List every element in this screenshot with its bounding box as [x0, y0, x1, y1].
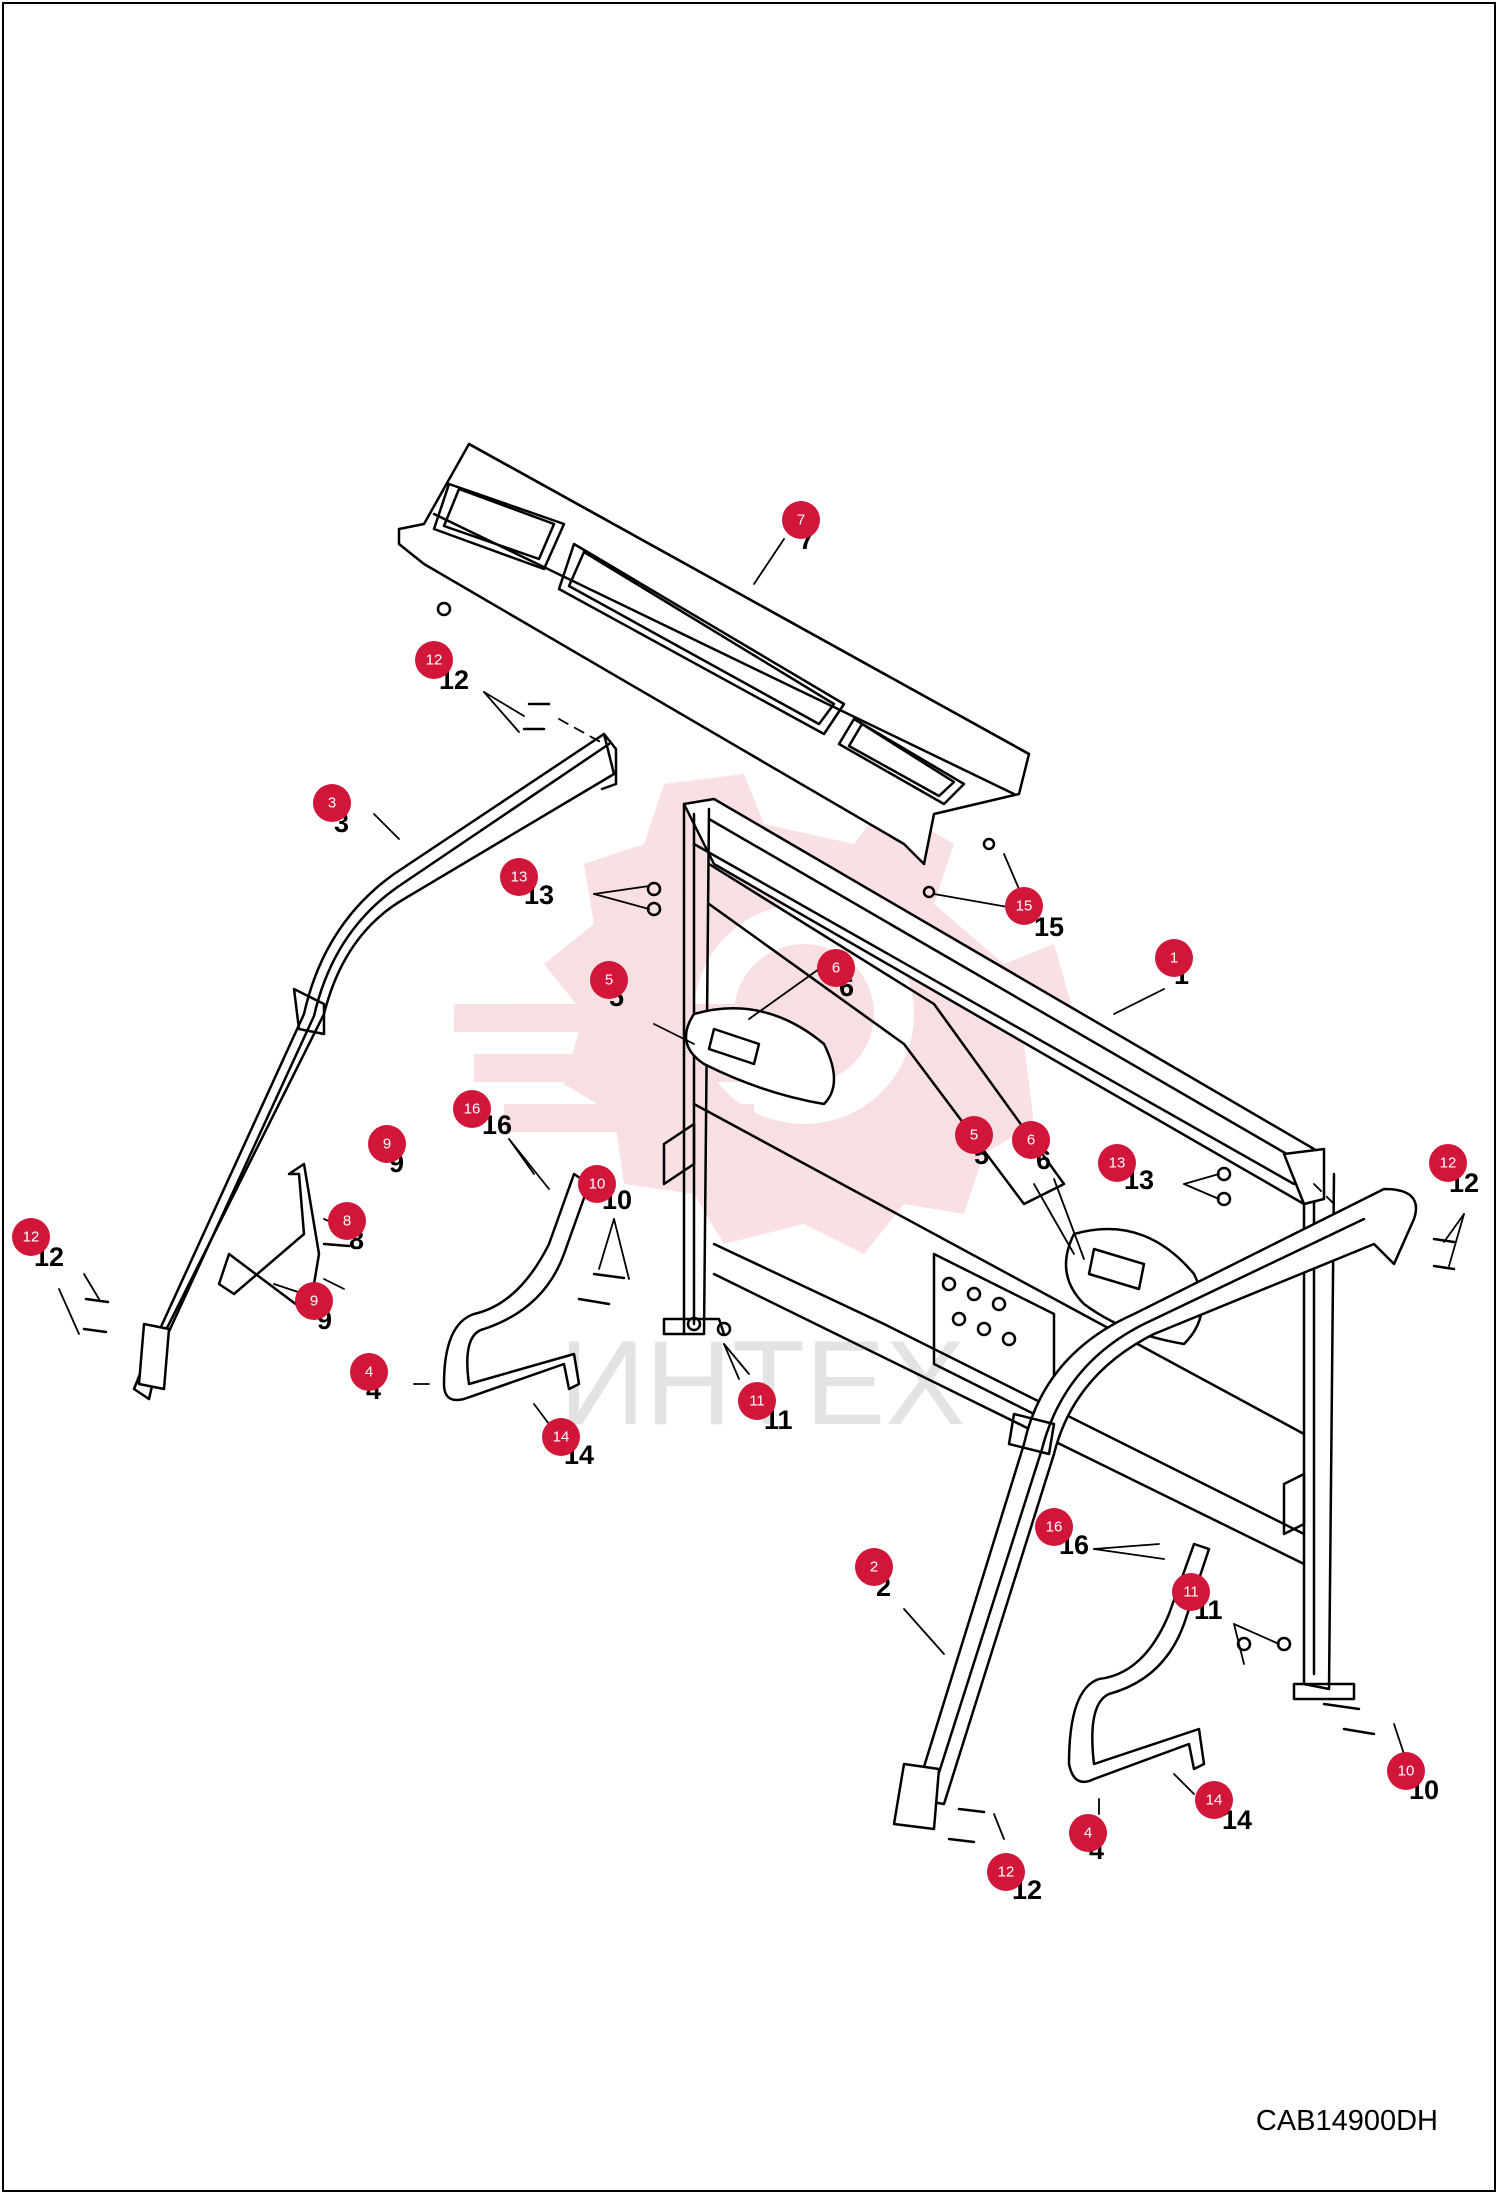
- callout-12[interactable]: 12: [987, 1853, 1025, 1891]
- svg-text:13: 13: [511, 869, 528, 886]
- callout-13[interactable]: 13: [1098, 1144, 1136, 1182]
- callout-5[interactable]: 5: [955, 1116, 993, 1154]
- svg-text:4: 4: [365, 1364, 373, 1381]
- svg-text:12: 12: [426, 652, 443, 669]
- callout-4[interactable]: 4: [1069, 1814, 1107, 1852]
- part-8-bracket: [217, 1162, 321, 1316]
- svg-text:10: 10: [1398, 1763, 1415, 1780]
- svg-text:10: 10: [589, 1176, 606, 1193]
- callout-6[interactable]: 6: [817, 949, 855, 987]
- part-4-grab-handle-left: [442, 1172, 591, 1402]
- callout-11[interactable]: 11: [738, 1382, 776, 1420]
- part-4-grab-handle-right: [1067, 1542, 1211, 1784]
- part-3-left-front-tube: [132, 732, 618, 1401]
- callout-16[interactable]: 16: [453, 1090, 491, 1128]
- callout-12[interactable]: 12: [1429, 1144, 1467, 1182]
- callout-1[interactable]: 1: [1155, 939, 1193, 977]
- diagram-code: CAB14900DH: [1255, 2105, 1438, 2137]
- callout-2[interactable]: 2: [855, 1548, 893, 1586]
- svg-text:5: 5: [605, 972, 613, 989]
- svg-text:16: 16: [1046, 1519, 1063, 1536]
- svg-text:11: 11: [749, 1393, 765, 1410]
- svg-text:5: 5: [970, 1127, 978, 1144]
- svg-text:8: 8: [343, 1213, 351, 1230]
- callout-12[interactable]: 12: [415, 641, 453, 679]
- callout-4[interactable]: 4: [350, 1353, 388, 1391]
- callout-14[interactable]: 14: [542, 1418, 580, 1456]
- callout-6[interactable]: 6: [1012, 1121, 1050, 1159]
- callout-12[interactable]: 12: [12, 1218, 50, 1256]
- callout-16[interactable]: 16: [1035, 1508, 1073, 1546]
- exploded-parts-diagram: ИНТЕХ: [12, 442, 1479, 1905]
- callout-5[interactable]: 5: [590, 961, 628, 999]
- svg-text:4: 4: [1084, 1825, 1092, 1842]
- svg-text:12: 12: [23, 1229, 40, 1246]
- svg-text:14: 14: [1206, 1792, 1223, 1809]
- callout-9[interactable]: 9: [295, 1282, 333, 1320]
- svg-text:13: 13: [1109, 1155, 1126, 1172]
- part-6-headrest-left: [684, 1007, 836, 1106]
- svg-text:14: 14: [553, 1429, 570, 1446]
- svg-text:3: 3: [328, 795, 336, 812]
- callout-13[interactable]: 13: [500, 858, 538, 896]
- svg-text:6: 6: [832, 960, 840, 977]
- callout-7[interactable]: 7: [782, 501, 820, 539]
- svg-text:7: 7: [797, 512, 805, 529]
- callout-10[interactable]: 10: [578, 1165, 616, 1203]
- callout-markers: 7 12 3 13 15 1 5 6 9 16 10 8 12 9 5 6 13…: [12, 501, 1467, 1891]
- svg-text:2: 2: [870, 1559, 878, 1576]
- svg-text:12: 12: [998, 1864, 1015, 1881]
- watermark-logo: [454, 774, 1074, 1254]
- svg-text:15: 15: [1016, 898, 1033, 915]
- part-7-top-panel: [397, 442, 1031, 866]
- part-2-right-front-tube: [892, 1187, 1418, 1831]
- callout-3[interactable]: 3: [313, 784, 351, 822]
- callout-9[interactable]: 9: [368, 1125, 406, 1163]
- callout-8[interactable]: 8: [328, 1202, 366, 1240]
- svg-text:1: 1: [1170, 950, 1178, 967]
- leader-lines: [58, 538, 1465, 1840]
- svg-text:9: 9: [310, 1293, 318, 1310]
- svg-text:6: 6: [1027, 1132, 1035, 1149]
- svg-text:11: 11: [1183, 1584, 1199, 1601]
- callout-15[interactable]: 15: [1005, 887, 1043, 925]
- svg-text:12: 12: [1440, 1155, 1457, 1172]
- svg-text:16: 16: [464, 1101, 481, 1118]
- callout-10[interactable]: 10: [1387, 1752, 1425, 1790]
- svg-text:9: 9: [383, 1136, 391, 1153]
- callout-14[interactable]: 14: [1195, 1781, 1233, 1819]
- callout-11[interactable]: 11: [1172, 1573, 1210, 1611]
